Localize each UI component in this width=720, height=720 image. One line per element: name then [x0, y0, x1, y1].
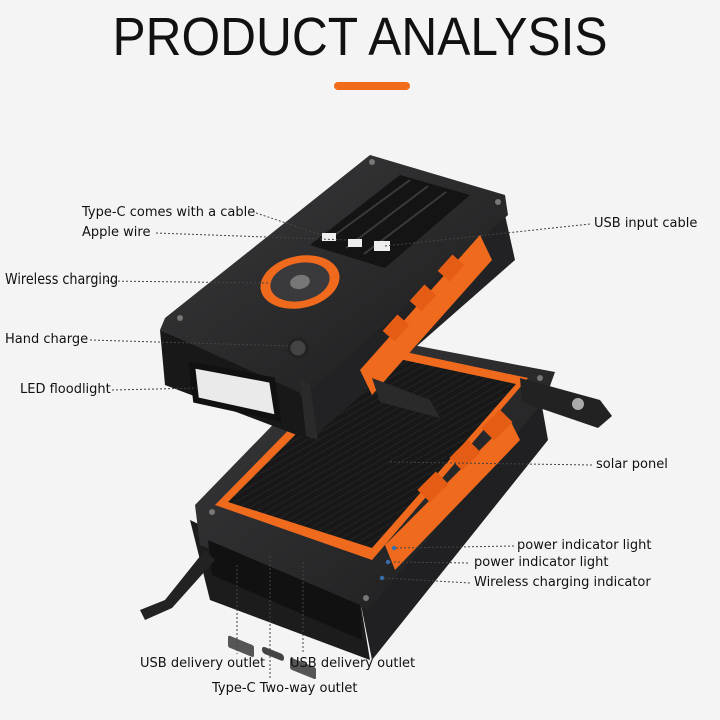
- connector-usb: [374, 241, 390, 251]
- label-usb-outlet-left: USB delivery outlet: [140, 656, 266, 671]
- page-title: PRODUCT ANALYSIS: [112, 7, 608, 67]
- bottom-unit: [140, 335, 612, 680]
- indicator-led-1: [391, 545, 397, 551]
- connector-apple: [348, 239, 362, 247]
- solar-panel: [228, 354, 516, 548]
- type-c-port: [262, 646, 284, 661]
- label-type-c-outlet: Type-C Two-way outlet: [212, 681, 358, 696]
- side-bumper-right: [385, 420, 520, 570]
- title-accent-bar: [334, 82, 410, 90]
- strap: [520, 378, 612, 428]
- label-type-c-cable: Type-C comes with a cable: [82, 205, 256, 220]
- label-apple-wire: Apple wire: [82, 225, 151, 240]
- label-hand-charge: Hand charge: [5, 332, 89, 347]
- label-usb-input-cable: USB input cable: [594, 216, 698, 231]
- indicator-led-3: [379, 575, 385, 581]
- label-wireless-indicator: Wireless charging indicator: [474, 575, 651, 590]
- indicator-led-2: [385, 559, 391, 565]
- hand-crank: [287, 337, 309, 359]
- label-power-indicator-2: power indicator light: [474, 555, 609, 570]
- top-side-bumper: [360, 235, 492, 395]
- port-face: [208, 540, 362, 640]
- hook: [140, 550, 215, 620]
- label-usb-outlet-right: USB delivery outlet: [290, 656, 416, 671]
- label-wireless-charging: Wireless charging: [5, 270, 119, 288]
- leader-lines: [89, 212, 593, 678]
- label-led-floodlight: LED floodlight: [20, 382, 111, 397]
- connector-type-c: [322, 233, 336, 241]
- label-solar-panel: solar ponel: [596, 457, 668, 472]
- usb-port-right: [290, 657, 316, 680]
- top-unit: [160, 155, 515, 440]
- usb-port-left: [228, 635, 254, 657]
- led-floodlight: [188, 361, 282, 422]
- label-power-indicator-1: power indicator light: [517, 538, 652, 553]
